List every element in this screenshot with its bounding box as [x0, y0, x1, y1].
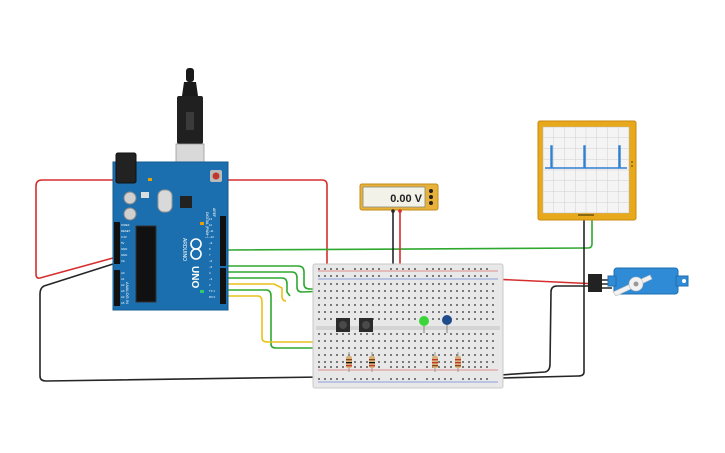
- analog-in-label: ANALOG IN: [125, 282, 130, 304]
- arduino-brand-text: ARDUINO: [181, 238, 187, 261]
- analog-header: [114, 270, 120, 306]
- power-pin-label: GND: [121, 247, 127, 251]
- wire-green-4[interactable]: [228, 289, 370, 349]
- arduino-logo: [190, 238, 202, 260]
- wire-black-scope[interactable]: [499, 216, 585, 379]
- arduino-model-text: UNO: [189, 266, 200, 288]
- arduino-uno-board[interactable]: ARDUINO UNO ANALOG IN DIGITAL (PWM~) ARE…: [112, 152, 229, 311]
- wire-yellow[interactable]: [228, 283, 350, 343]
- capacitor-1: [123, 191, 137, 205]
- servo-connector: [588, 274, 602, 292]
- multimeter[interactable]: 0.00 V: [359, 183, 439, 213]
- power-pin-label: GND: [121, 253, 127, 257]
- digital-header-label: DIGITAL (PWM~): [205, 212, 209, 238]
- digital-pin-label: 13: [209, 217, 213, 221]
- digital-pin-label: ~10: [209, 235, 214, 239]
- capacitor-2: [123, 207, 137, 221]
- digital-header-1: [220, 216, 226, 266]
- atmega-chip: [135, 225, 157, 303]
- resistor-3[interactable]: [432, 352, 438, 372]
- digital-pin-label: TX 1: [209, 289, 215, 293]
- analog-pin-label: A2: [121, 283, 125, 287]
- digital-pin-label: RX 0: [209, 295, 216, 299]
- digital-pin-label: ~6: [209, 259, 213, 263]
- analog-pin-label: A4: [121, 295, 125, 299]
- led-blue[interactable]: [442, 315, 452, 333]
- digital-pin-label: 2: [209, 283, 211, 287]
- digital-pin-label: ~11: [209, 229, 214, 233]
- aref-label: AREF: [212, 208, 216, 217]
- pushbutton-1[interactable]: [336, 318, 350, 332]
- analog-pin-label: A5: [121, 301, 125, 305]
- resistor-2[interactable]: [369, 352, 375, 372]
- power-pin-label: Vin: [121, 259, 125, 263]
- pushbutton-2[interactable]: [359, 318, 373, 332]
- digital-pin-label: 8: [209, 247, 211, 251]
- digital-pin-label: ~5: [209, 265, 213, 269]
- wire-green-3[interactable]: [228, 277, 291, 297]
- resistor-1[interactable]: [346, 352, 352, 372]
- wire-red-servo[interactable]: [491, 278, 599, 285]
- power-header: [114, 222, 120, 264]
- resistor-4[interactable]: [455, 352, 461, 372]
- multimeter-reading: 0.00 V: [390, 193, 422, 205]
- wire-red-5v[interactable]: [35, 179, 328, 279]
- led-green[interactable]: [419, 316, 429, 333]
- multimeter-display: [362, 186, 426, 208]
- digital-pin-label: 7: [209, 253, 211, 257]
- servo-horn[interactable]: [612, 274, 653, 297]
- multimeter-probe-black: [391, 209, 395, 213]
- servo-motor[interactable]: [588, 267, 689, 297]
- multimeter-probe-red: [398, 209, 402, 213]
- analog-pin-label: A1: [121, 277, 125, 281]
- breadboard-holes: [318, 268, 494, 380]
- crystal: [157, 189, 173, 213]
- digital-pin-labels: 13 12 ~11 ~10 ~9 8 7 ~6 ~5 4 ~3 2 TX 1 RX 0: [209, 217, 216, 299]
- digital-pin-label: ~9: [209, 241, 213, 245]
- analog-pin-label: A3: [121, 289, 125, 293]
- oscilloscope-grid: [543, 127, 629, 213]
- digital-pin-label: 12: [209, 223, 213, 227]
- power-pin-label: RESET: [121, 229, 131, 233]
- wire-green-scope[interactable]: [227, 210, 593, 251]
- oscilloscope[interactable]: [537, 120, 637, 221]
- analog-pin-label: A0: [121, 271, 125, 275]
- power-jack: [115, 152, 137, 184]
- power-pin-labels: IOREF RESET 3.3V 5V GND GND Vin: [121, 223, 131, 263]
- power-pin-label: IOREF: [121, 223, 130, 227]
- power-pin-label: 3.3V: [121, 235, 127, 239]
- digital-header-2: [220, 268, 226, 304]
- digital-pin-label: ~3: [209, 277, 213, 281]
- oscilloscope-trace: [545, 145, 627, 169]
- power-pin-label: 5V: [121, 241, 125, 245]
- digital-pin-label: 4: [209, 271, 211, 275]
